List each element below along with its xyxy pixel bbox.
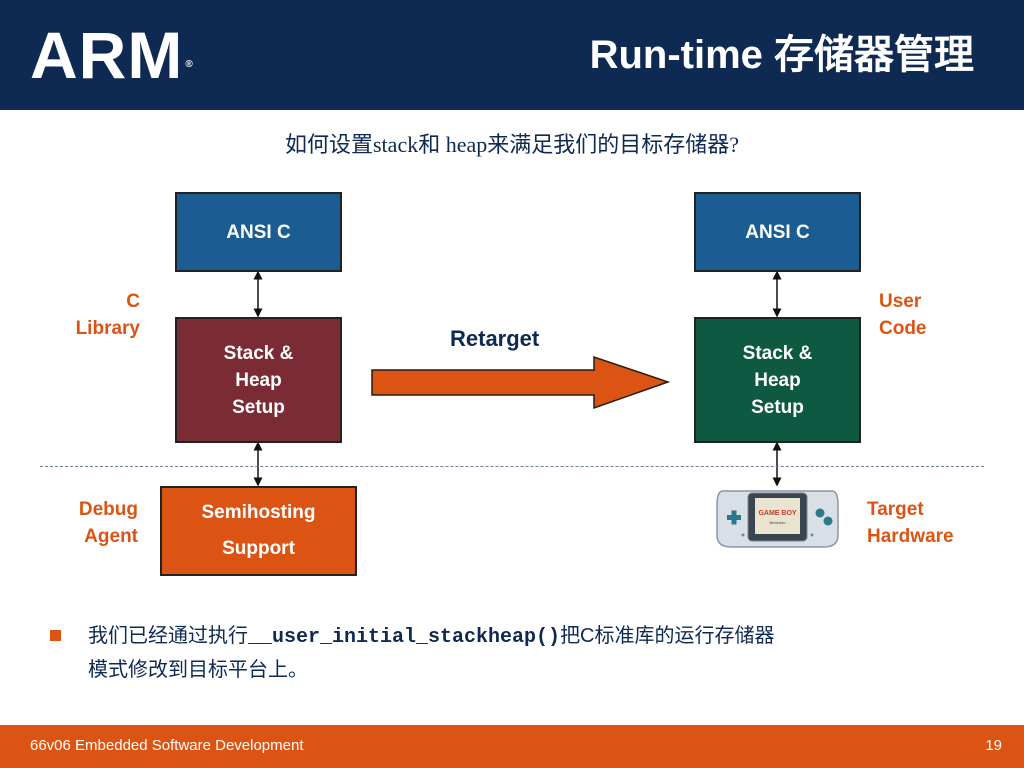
left-stack-line1: Stack & [223, 342, 294, 364]
user-code-line1: User [879, 291, 922, 312]
semihosting-box: Semihosting Support [160, 486, 357, 576]
bullet-text-after: 把C标准库的运行存储器 [560, 625, 775, 647]
c-library-line2: Library [75, 318, 140, 339]
debug-agent-line2: Agent [84, 526, 138, 547]
device-screen-text: GAME BOY [758, 510, 796, 517]
arm-logo: ARM® [30, 20, 194, 90]
registered-mark: ® [185, 59, 194, 70]
left-stack-line3: Setup [232, 396, 285, 418]
left-stack-line2: Heap [235, 369, 282, 391]
left-stack-heap-box: Stack & Heap Setup [175, 317, 342, 443]
game-console-icon: GAME BOY Nintendo [716, 490, 839, 548]
slide-title: Run-time 存储器管理 [589, 33, 974, 77]
target-hardware-line2: Hardware [867, 526, 954, 547]
left-ansi-c-box: ANSI C [175, 192, 342, 272]
semihosting-line2: Support [222, 538, 295, 559]
user-code-label: User Code [879, 288, 989, 342]
footer-text: 66v06 Embedded Software Development [30, 737, 304, 754]
bullet-line2: 模式修改到目标平台上。 [88, 659, 308, 681]
device-subtext: Nintendo [769, 520, 786, 525]
left-ansi-c-label: ANSI C [226, 221, 291, 243]
bullet-code: __user_initial_stackheap() [248, 626, 561, 649]
right-ansi-c-label: ANSI C [745, 221, 810, 243]
debug-agent-label: Debug Agent [38, 496, 138, 550]
right-ansi-c-box: ANSI C [694, 192, 861, 272]
divider-dashed-line [40, 466, 984, 467]
debug-agent-line1: Debug [78, 499, 138, 520]
bullet-line1: 我们已经通过执行__user_initial_stackheap()把C标准库的… [88, 620, 978, 654]
retarget-label: Retarget [450, 326, 540, 351]
c-library-label: C Library [40, 288, 140, 342]
slide-header: ARM® Run-time 存储器管理 [0, 0, 1024, 110]
bullet-paragraph: 我们已经通过执行__user_initial_stackheap()把C标准库的… [88, 620, 978, 686]
right-stack-line2: Heap [754, 369, 801, 391]
right-stack-heap-box: Stack & Heap Setup [694, 317, 861, 443]
target-hardware-line1: Target [867, 499, 924, 520]
slide-subtitle: 如何设置stack和 heap来满足我们的目标存储器? [285, 132, 739, 157]
semihosting-line1: Semihosting [201, 502, 316, 523]
right-stack-line3: Setup [751, 396, 804, 418]
retarget-arrow [371, 355, 671, 410]
logo-text: ARM [30, 18, 184, 92]
c-library-line1: C [126, 291, 140, 312]
slide-footer [0, 725, 1024, 768]
page-number: 19 [985, 737, 1002, 754]
bullet-text-before: 我们已经通过执行 [88, 625, 248, 647]
right-stack-line1: Stack & [742, 342, 813, 364]
target-hardware-label: Target Hardware [867, 496, 987, 550]
bullet-square-icon [50, 630, 61, 641]
user-code-line2: Code [879, 318, 927, 339]
